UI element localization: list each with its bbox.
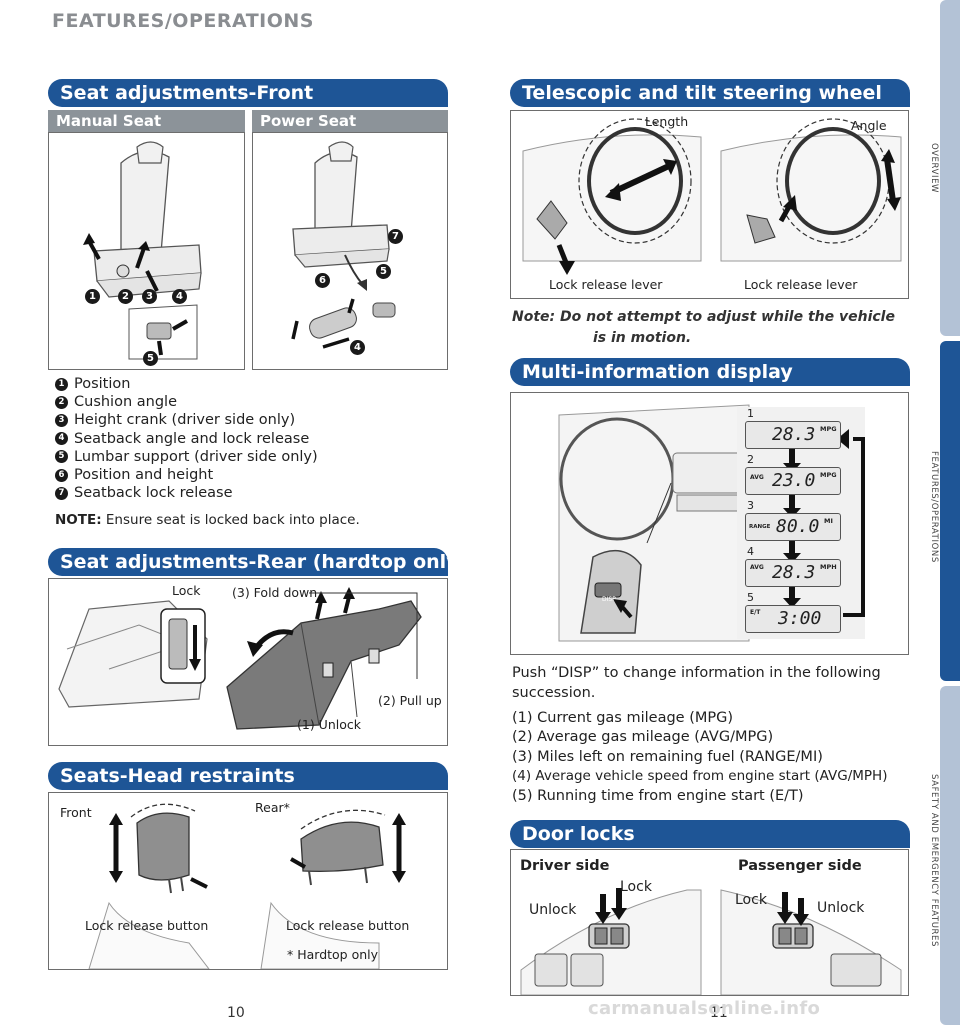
disp-button[interactable]: DISP bbox=[602, 596, 616, 603]
length-label: Length bbox=[645, 114, 689, 129]
callout-7: 7 bbox=[388, 229, 403, 244]
driver-lock-label: Lock bbox=[620, 879, 652, 895]
rear-lock-release-label: Lock release button bbox=[286, 918, 410, 933]
tab-features-label: FEATURES/OPERATIONS bbox=[929, 451, 939, 563]
screen-num-3: 3 bbox=[747, 499, 754, 512]
tab-overview[interactable] bbox=[940, 0, 960, 336]
steering-title: Telescopic and tilt steering wheel bbox=[522, 82, 882, 104]
mid-list-item: (5) Running time from engine start (E/T) bbox=[512, 787, 804, 804]
seat-front-title: Seat adjustments-Front bbox=[60, 82, 314, 104]
angle-label: Angle bbox=[851, 118, 887, 133]
mid-title: Multi-information display bbox=[522, 361, 793, 383]
mid-list-item: (3) Miles left on remaining fuel (RANGE/… bbox=[512, 748, 823, 765]
manual-seat-panel: 1 2 3 4 5 bbox=[48, 132, 245, 370]
mid-dashboard-illustration bbox=[558, 404, 865, 642]
rear-fold-down-label: (3) Fold down bbox=[232, 585, 318, 600]
power-seat-header: Power Seat bbox=[252, 110, 448, 132]
note-text: Ensure seat is locked back into place. bbox=[105, 512, 360, 528]
mid-list-item: (2) Average gas mileage (AVG/MPG) bbox=[512, 729, 774, 746]
head-restraints-illustration bbox=[88, 803, 406, 969]
head-restraints-panel: Front Rear* Lock release button Lock rel… bbox=[48, 792, 448, 970]
steering-banner: Telescopic and tilt steering wheel bbox=[510, 79, 910, 107]
door-locks-title: Door locks bbox=[522, 823, 635, 845]
lcd-screen: AVG 23.0 MPG bbox=[745, 467, 841, 495]
screen-num-4: 4 bbox=[747, 545, 754, 558]
door-locks-banner: Door locks bbox=[510, 820, 910, 848]
head-restraints-title: Seats-Head restraints bbox=[60, 765, 295, 787]
door-locks-illustration bbox=[520, 888, 902, 995]
screen-num-2: 2 bbox=[747, 453, 754, 466]
callout-2: 2 bbox=[118, 289, 133, 304]
hardtop-footnote: * Hardtop only bbox=[287, 947, 379, 962]
callout-4: 4 bbox=[172, 289, 187, 304]
passenger-unlock-label: Unlock bbox=[817, 900, 865, 916]
power-seat-illustration bbox=[291, 141, 396, 349]
screen-num-1: 1 bbox=[747, 407, 754, 420]
side-tabs bbox=[940, 0, 960, 1025]
seat-rear-panel: Lock (3) Fold down (2) Pull up (1) Unloc… bbox=[48, 578, 448, 746]
page-number-right: 11 bbox=[710, 1005, 728, 1021]
rear-unlock-label: (1) Unlock bbox=[297, 717, 361, 732]
note-label: NOTE: bbox=[55, 512, 102, 528]
tab-safety[interactable] bbox=[940, 686, 960, 1025]
rear-lock-label: Lock bbox=[172, 583, 201, 598]
lcd-screen: 28.3 MPG bbox=[745, 421, 841, 449]
watermark: carmanualsonline.info bbox=[588, 998, 821, 1019]
mid-panel: DISP 1 2 3 4 5 28.3 MPG AVG 23.0 MPG RAN… bbox=[510, 392, 909, 655]
lock-release-lever-left: Lock release lever bbox=[549, 277, 663, 292]
steering-note-line1: Note: Do not attempt to adjust while the… bbox=[512, 309, 895, 325]
seat-rear-title: Seat adjustments-Rear (hardtop only) bbox=[60, 551, 448, 573]
driver-unlock-label: Unlock bbox=[529, 902, 577, 918]
seat-front-banner: Seat adjustments-Front bbox=[48, 79, 448, 107]
tab-features-operations[interactable] bbox=[940, 341, 960, 681]
mid-intro: Push “DISP” to change information in the… bbox=[512, 665, 881, 701]
callout-3: 3 bbox=[142, 289, 157, 304]
callout-5b: 5 bbox=[376, 264, 391, 279]
steering-note-line2: is in motion. bbox=[593, 330, 692, 346]
mid-list: (1) Current gas mileage (MPG) (2) Averag… bbox=[512, 709, 912, 806]
steering-panel: Length Angle Lock release lever Lock rel… bbox=[510, 110, 909, 299]
tab-overview-label: OVERVIEW bbox=[929, 143, 939, 194]
mid-list-item: (4) Average vehicle speed from engine st… bbox=[512, 768, 888, 785]
steering-note: Note: Do not attempt to adjust while the… bbox=[512, 307, 912, 349]
rear-seat-illustration bbox=[58, 587, 422, 730]
manual-seat-illustration bbox=[83, 141, 202, 360]
head-rear-label: Rear* bbox=[255, 800, 290, 815]
callout-5: 5 bbox=[143, 351, 158, 366]
callout-6: 6 bbox=[315, 273, 330, 288]
manual-seat-header: Manual Seat bbox=[48, 110, 245, 132]
power-seat-panel: 7 6 5 4 bbox=[252, 132, 448, 370]
callout-4b: 4 bbox=[350, 340, 365, 355]
passenger-lock-label: Lock bbox=[735, 892, 767, 908]
mid-list-item: (1) Current gas mileage (MPG) bbox=[512, 710, 733, 726]
front-lock-release-label: Lock release button bbox=[85, 918, 209, 933]
lcd-screen: AVG 28.3 MPH bbox=[745, 559, 841, 587]
passenger-side-label: Passenger side bbox=[738, 858, 862, 874]
lcd-screen: E/T 3:00 bbox=[745, 605, 841, 633]
screen-num-5: 5 bbox=[747, 591, 754, 604]
door-locks-panel: Driver side Passenger side Lock Unlock L… bbox=[510, 849, 909, 996]
seat-rear-banner: Seat adjustments-Rear (hardtop only) bbox=[48, 548, 448, 576]
lcd-screen: RANGE 80.0 MI bbox=[745, 513, 841, 541]
tab-safety-label: SAFETY AND EMERGENCY FEATURES bbox=[929, 774, 939, 948]
mid-banner: Multi-information display bbox=[510, 358, 910, 386]
head-front-label: Front bbox=[60, 805, 92, 820]
section-header: FEATURES/OPERATIONS bbox=[52, 10, 314, 32]
page-number-left: 10 bbox=[227, 1005, 245, 1021]
driver-side-label: Driver side bbox=[520, 858, 610, 874]
seat-note: NOTE: Ensure seat is locked back into pl… bbox=[55, 512, 360, 528]
steering-illustration bbox=[522, 118, 902, 275]
rear-pull-up-label: (2) Pull up bbox=[378, 693, 442, 708]
callout-1: 1 bbox=[85, 289, 100, 304]
lock-release-lever-right: Lock release lever bbox=[744, 277, 858, 292]
head-restraints-banner: Seats-Head restraints bbox=[48, 762, 448, 790]
